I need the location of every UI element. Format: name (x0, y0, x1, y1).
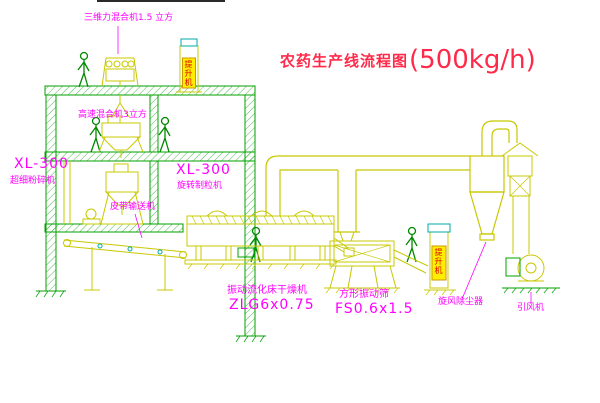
label-fluid-bed-dryer-model: ZLG6x0.75 (229, 297, 315, 313)
drawing-title: 农药生产线流程图 (500kg/h) (280, 45, 536, 75)
label-3d-mixer: 三维力混合机1.5 立方 (84, 13, 174, 23)
title-capacity: (500kg/h) (409, 45, 536, 75)
bucket-elevator-1 (176, 38, 202, 93)
label-pulverizer-model: XL-300 (14, 156, 69, 172)
label-cyclone: 旋风除尘器 (438, 297, 484, 307)
label-square-sieve-name: 方形振动筛 (339, 289, 389, 300)
worker-figure (158, 116, 171, 153)
label-leader-lines (117, 26, 532, 304)
label-pulverizer-name: 超细粉碎机 (10, 176, 56, 186)
label-fan: 引风机 (517, 303, 545, 313)
worker-figure (405, 226, 418, 263)
rotary-granulator (82, 163, 144, 225)
fluid-bed-dryer (184, 210, 355, 270)
worker-figure (89, 116, 102, 153)
bucket-elevator-2 (424, 223, 456, 296)
worker-figure (249, 226, 262, 263)
label-high-speed-mixer: 高速混合机3立方 (78, 110, 147, 120)
label-granulator-model: XL-300 (176, 162, 231, 178)
top-border-artifact (97, 0, 225, 2)
high-speed-mixer (98, 115, 144, 158)
label-square-sieve-model: FS0.6x1.5 (335, 301, 414, 317)
label-belt-conveyor: 皮带输送机 (110, 202, 156, 212)
label-fluid-bed-dryer-name: 振动流化床干燥机 (227, 285, 307, 296)
cyclone-separator (469, 120, 518, 241)
belt-conveyor (63, 239, 187, 291)
three-d-mixer (101, 57, 139, 118)
vent-stack (501, 142, 539, 254)
label-granulator-name: 旋转制粒机 (177, 181, 223, 191)
exhaust-duct (265, 155, 470, 233)
worker-figure (77, 51, 90, 88)
elevator-2-tag: 提升机 (434, 248, 443, 275)
square-vibrating-sieve (324, 231, 429, 294)
title-text: 农药生产线流程图 (280, 51, 409, 70)
elevator-1-tag: 提升机 (184, 60, 193, 87)
induced-draft-fan (502, 254, 560, 294)
worker-figures (77, 51, 418, 263)
